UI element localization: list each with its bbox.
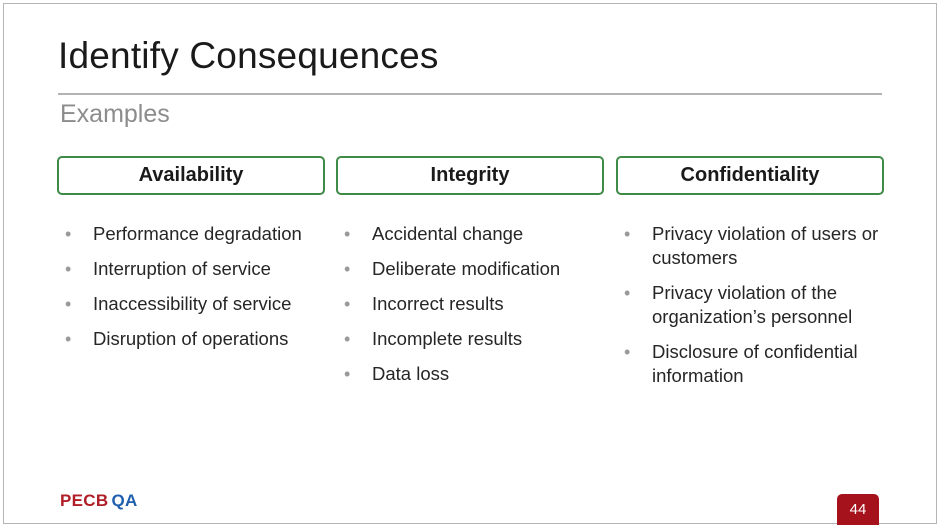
list-item-text: Incomplete results [372, 328, 523, 349]
bullet-list: • Privacy violation of users or customer… [616, 222, 884, 388]
bullet-icon: • [344, 259, 351, 279]
list-item: • Disclosure of confidential information [616, 340, 884, 388]
list-item-text: Inaccessibility of service [93, 293, 292, 314]
bullet-icon: • [65, 259, 72, 279]
page-number-badge: 44 [837, 494, 879, 525]
bullet-icon: • [65, 329, 72, 349]
list-item: • Interruption of service [57, 257, 325, 281]
list-item-text: Incorrect results [372, 293, 504, 314]
list-item: • Accidental change [336, 222, 604, 246]
list-item-text: Privacy violation of users or customers [652, 223, 879, 268]
title-divider [58, 93, 882, 95]
column-integrity: Integrity • Accidental change • Delibera… [336, 156, 604, 397]
list-item-text: Disclosure of confidential information [652, 341, 858, 386]
column-confidentiality: Confidentiality • Privacy violation of u… [616, 156, 884, 399]
column-header: Availability [57, 156, 325, 195]
slide: Identify Consequences Examples Availabil… [3, 3, 937, 525]
slide-subtitle: Examples [60, 100, 170, 128]
bullet-icon: • [344, 364, 351, 384]
list-item: • Disruption of operations [57, 327, 325, 351]
logo-text-qa: QA [111, 491, 138, 510]
list-item: • Data loss [336, 362, 604, 386]
bullet-icon: • [344, 224, 351, 244]
list-item-text: Deliberate modification [372, 258, 561, 279]
logo-text-pecb: PECB [60, 491, 109, 510]
list-item-text: Privacy violation of the organization’s … [652, 282, 853, 327]
column-header: Integrity [336, 156, 604, 195]
list-item: • Deliberate modification [336, 257, 604, 281]
list-item: • Incorrect results [336, 292, 604, 316]
list-item-text: Disruption of operations [93, 328, 289, 349]
bullet-icon: • [344, 329, 351, 349]
list-item: • Privacy violation of the organization’… [616, 281, 884, 329]
list-item-text: Accidental change [372, 223, 524, 244]
list-item: • Inaccessibility of service [57, 292, 325, 316]
list-item-text: Interruption of service [93, 258, 271, 279]
bullet-icon: • [65, 224, 72, 244]
bullet-icon: • [624, 283, 631, 303]
column-availability: Availability • Performance degradation •… [57, 156, 325, 362]
bullet-list: • Performance degradation • Interruption… [57, 222, 325, 351]
bullet-icon: • [624, 224, 631, 244]
bullet-icon: • [65, 294, 72, 314]
bullet-icon: • [344, 294, 351, 314]
column-header: Confidentiality [616, 156, 884, 195]
bullet-list: • Accidental change • Deliberate modific… [336, 222, 604, 386]
list-item: • Privacy violation of users or customer… [616, 222, 884, 270]
list-item-text: Data loss [372, 363, 450, 384]
bullet-icon: • [624, 342, 631, 362]
list-item: • Performance degradation [57, 222, 325, 246]
slide-title: Identify Consequences [58, 35, 439, 76]
list-item-text: Performance degradation [93, 223, 302, 244]
list-item: • Incomplete results [336, 327, 604, 351]
